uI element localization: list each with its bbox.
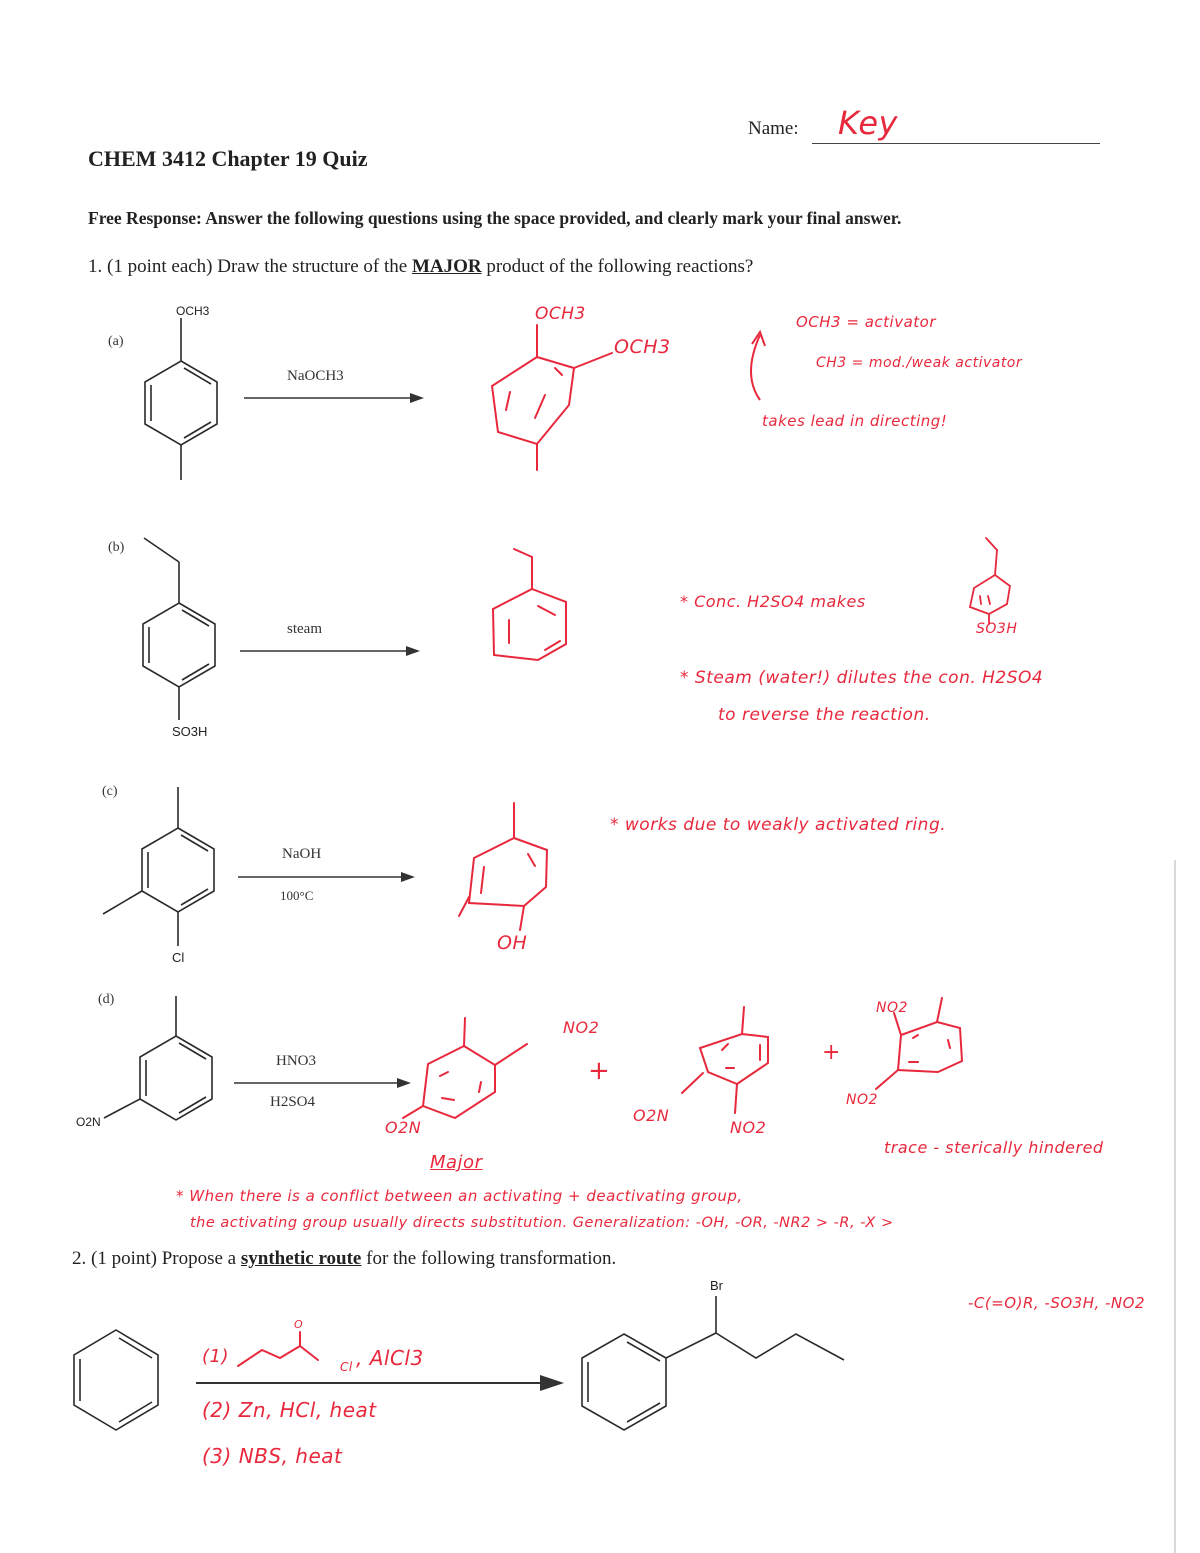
name-underline (812, 143, 1100, 144)
q1-suffix: product of the following reactions? (481, 256, 754, 277)
part-d-note-1: * When there is a conflict between an ac… (176, 1187, 743, 1205)
part-d-reagent-above: HNO3 (276, 1053, 316, 1069)
part-a-och3-label: OCH3 (176, 304, 210, 318)
question-1-prompt: 1. (1 point each) Draw the structure of … (88, 256, 753, 278)
part-d-trace-note: trace - sterically hindered (884, 1138, 1104, 1157)
part-d-answer-major-label: Major (430, 1152, 483, 1173)
q2-suffix: for the following transformation. (361, 1248, 617, 1269)
part-a-label: (a) (108, 334, 124, 349)
part-a-note-1: OCH3 = activator (796, 313, 936, 331)
q2-product-br-label: Br (710, 1278, 723, 1293)
q2-emphasis: synthetic route (240, 1248, 362, 1269)
name-label: Name: (748, 118, 799, 139)
q1-emphasis: MAJOR (411, 256, 482, 277)
instructions: Free Response: Answer the following ques… (88, 208, 902, 228)
scan-edge-line (1174, 860, 1176, 1553)
part-d-o2n-label: O2N (76, 1115, 101, 1129)
q2-step-1-number: (1) (202, 1346, 229, 1367)
q2-prefix: 2. (1 point) Propose a (72, 1248, 241, 1269)
part-d-note-2: the activating group usually directs sub… (190, 1215, 894, 1231)
part-b-label: (b) (108, 540, 125, 555)
q2-step-1-catalyst: , AlCl3 (356, 1346, 424, 1370)
part-a-reagent: NaOCH3 (287, 368, 344, 384)
part-d-plus-1: + (588, 1056, 611, 1086)
part-b-reagent: steam (287, 621, 322, 637)
part-b-note-1: * Conc. H2SO4 makes (680, 592, 866, 611)
part-d-answer-no2-2: NO2 (730, 1118, 767, 1137)
q2-acyl-cl: Cl (340, 1360, 353, 1374)
part-c-reagent-above: NaOH (282, 846, 322, 862)
part-d-plus-2: + (822, 1040, 841, 1065)
part-b-note-3: to reverse the reaction. (718, 705, 931, 725)
part-a-note-3: takes lead in directing! (762, 412, 948, 430)
part-a-answer-och3-top: OCH3 (535, 304, 586, 324)
part-d-label: (d) (98, 992, 115, 1007)
part-d-answer-o2n-1: O2N (385, 1118, 422, 1137)
q2-step-2: (2) Zn, HCl, heat (202, 1398, 377, 1422)
q2-step-3: (3) NBS, heat (202, 1444, 343, 1468)
name-value-handwritten: Key (838, 104, 898, 142)
part-a-answer-och3-right: OCH3 (614, 336, 671, 358)
part-b-so3h-label: SO3H (172, 724, 208, 739)
part-d-answer-no2-4: NO2 (846, 1092, 878, 1108)
part-c-answer-oh: OH (497, 932, 528, 954)
part-d-note-3: -C(=O)R, -SO3H, -NO2 (968, 1294, 1146, 1312)
part-d-reagent-below: H2SO4 (270, 1094, 316, 1110)
part-d-answer-no2-3: NO2 (876, 1000, 908, 1016)
part-a-note-2: CH3 = mod./weak activator (816, 355, 1023, 371)
q1-prefix: 1. (1 point each) Draw the structure of … (88, 256, 412, 277)
q2-acyl-oxygen: O (294, 1318, 304, 1331)
page-title: CHEM 3412 Chapter 19 Quiz (88, 146, 368, 171)
question-2-prompt: 2. (1 point) Propose a synthetic route f… (72, 1248, 616, 1270)
part-d-answer-no2-1: NO2 (563, 1018, 600, 1037)
part-c-label: (c) (102, 784, 118, 799)
part-d-answer-o2n-2: O2N (633, 1106, 670, 1125)
part-c-note-1: * works due to weakly activated ring. (610, 815, 947, 835)
part-c-reagent-below: 100°C (280, 888, 314, 903)
part-b-note-so3h: SO3H (976, 621, 1018, 637)
part-c-cl-label: Cl (172, 950, 185, 965)
part-b-note-2: * Steam (water!) dilutes the con. H2SO4 (680, 668, 1044, 688)
